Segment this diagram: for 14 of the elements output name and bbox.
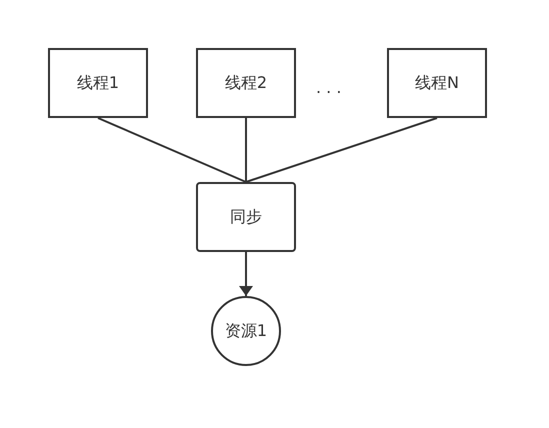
node-label: 线程1 bbox=[76, 72, 120, 94]
connector-line bbox=[246, 117, 438, 183]
ellipsis-label: . . . bbox=[316, 77, 342, 99]
process-box bbox=[196, 48, 296, 118]
connector-line bbox=[98, 117, 246, 183]
arrow bbox=[239, 252, 253, 296]
node-label: 同步 bbox=[230, 206, 262, 228]
node-label: 线程N bbox=[415, 72, 459, 94]
process-box bbox=[48, 48, 148, 118]
node-label: 资源1 bbox=[224, 320, 268, 342]
process-box bbox=[196, 182, 296, 252]
process-box bbox=[387, 48, 487, 118]
node-label: 线程2 bbox=[224, 72, 268, 94]
connector-line bbox=[245, 118, 247, 182]
